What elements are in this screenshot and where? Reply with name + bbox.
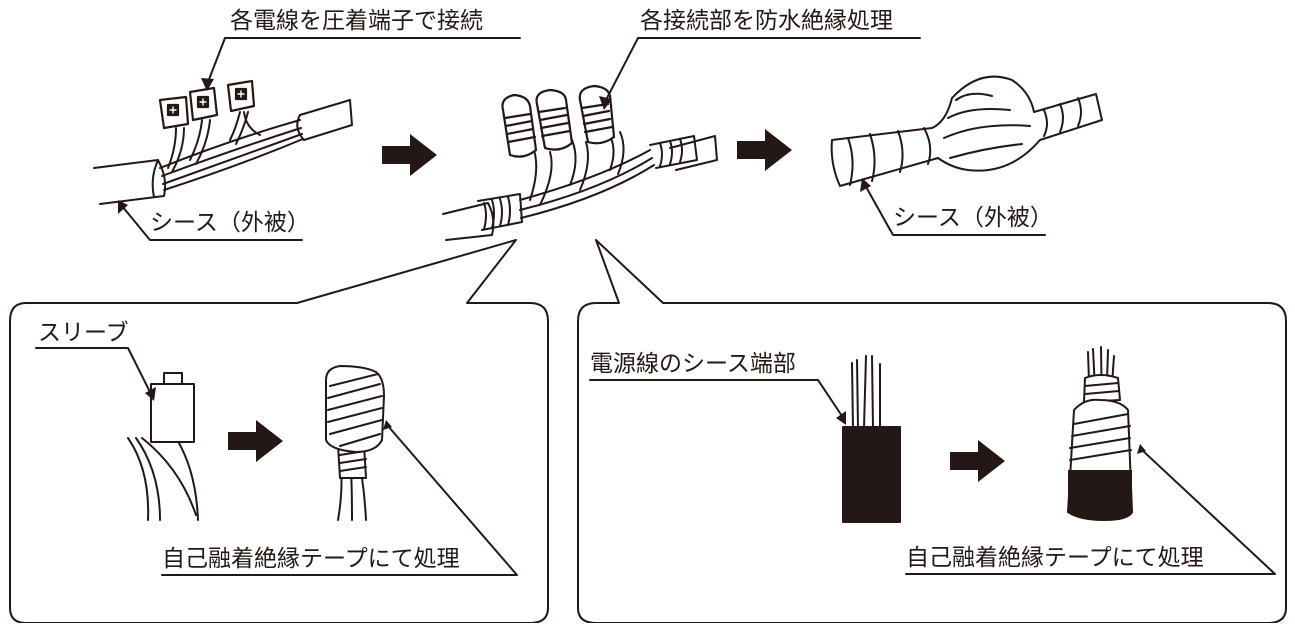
right-arrow-icon <box>950 440 1005 482</box>
crimp-connect-label: 各電線を圧着端子で接続 <box>230 8 483 34</box>
taped-joint <box>535 88 574 151</box>
sleeve-label: スリーブ <box>38 320 129 346</box>
sheath-right-label: シース（外被） <box>893 205 1053 231</box>
right-arrow-icon <box>737 129 792 171</box>
power-sheath-end-label: 電源線のシース端部 <box>590 351 796 377</box>
leader-sleeve <box>35 347 151 393</box>
leader-tape-left <box>161 425 518 576</box>
right-arrow-icon <box>382 134 437 176</box>
leader-tape-right <box>905 449 1276 575</box>
power-cable-end <box>842 355 901 523</box>
step1-crimped-wires <box>93 79 353 205</box>
leader-waterproof <box>605 37 921 101</box>
sleeve-part <box>127 372 199 521</box>
leader-sheath-left <box>121 205 303 241</box>
leader-sheath-right <box>864 184 1046 236</box>
waterproof-insulate-label: 各接続部を防水絶縁処理 <box>640 8 893 34</box>
leader-power-sheath <box>589 379 843 417</box>
step3-finished-wrap <box>830 75 1103 187</box>
taped-power-end <box>1067 346 1133 521</box>
crimp-terminal <box>158 95 190 130</box>
sheath-left-label: シース（外被） <box>150 210 310 236</box>
leader-crimp <box>207 37 521 83</box>
step2-insulated-joints <box>442 84 718 241</box>
tape-right-label: 自己融着絶縁テープにて処理 <box>906 545 1204 571</box>
taped-joint <box>501 93 538 158</box>
crimp-terminal <box>188 86 219 122</box>
crimp-terminal <box>226 79 256 113</box>
taped-sleeve <box>325 365 385 521</box>
right-arrow-icon <box>228 420 283 462</box>
tape-left-label: 自己融着絶縁テープにて処理 <box>162 546 460 572</box>
